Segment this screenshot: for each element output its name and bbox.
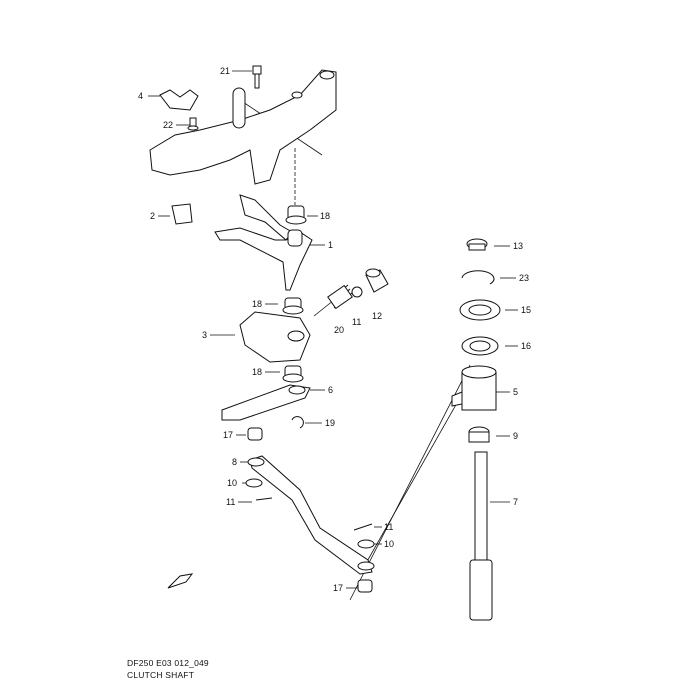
shaft-7 [469,451,493,621]
diagram-title: CLUTCH SHAFT [127,670,195,680]
sleeve-12 [365,268,389,293]
callout-label: 11 [384,522,394,532]
leader-lines [148,70,518,601]
housing-5 [451,365,497,411]
lever-6 [221,384,311,421]
rod-8 [247,455,375,575]
bushing-18b [282,297,304,315]
bushing-17b [357,579,373,593]
callout-label: 19 [325,418,336,428]
callout-label: 15 [521,305,532,315]
callout-label: 20 [334,325,345,335]
callout-label: 10 [227,478,238,488]
callout-label: 9 [513,431,519,441]
circlip-23 [461,270,495,285]
callout-label: 3 [202,330,208,340]
callout-label: 23 [519,273,530,283]
callout-label: 7 [513,497,519,507]
bushing-17 [247,427,263,441]
plate-4 [159,89,199,111]
spring-20 [327,284,353,310]
callout-label: 21 [220,66,231,76]
circlip-19 [291,416,304,429]
callout-label: 22 [163,120,174,130]
collar-9 [468,426,490,443]
callout-label: 16 [521,341,532,351]
seal-16 [461,336,499,356]
pin-11b [353,523,373,531]
plug-13 [466,238,488,251]
callout-label: 6 [328,385,334,395]
bearing-15 [459,299,501,321]
clip-2 [171,203,193,225]
ball-11 [351,286,363,298]
bolt-22 [187,117,199,131]
callout-label: 1 [328,240,334,250]
callout-label: 18 [252,299,263,309]
bolt-21 [252,65,262,89]
callout-label: 5 [513,387,519,397]
bushing-18c [282,365,304,383]
fwd-arrow-icon [167,573,194,589]
callout-label: 12 [372,311,383,321]
callout-label: 17 [223,430,234,440]
pin-11 [255,497,273,501]
clutch-bracket [149,69,337,185]
diagram-code: DF250 E03 012_049 [127,658,209,668]
callout-label: 17 [333,583,344,593]
washer-10 [245,478,263,488]
bushing-18 [285,205,307,225]
callout-label: 10 [384,539,395,549]
callout-label: 11 [226,497,236,507]
callout-label: 18 [252,367,263,377]
callout-label: 11 [352,317,362,327]
lever-1 [214,194,313,291]
callout-label: 2 [150,211,156,221]
washer-10b [357,539,375,549]
callout-label: 18 [320,211,331,221]
callout-label: 13 [513,241,524,251]
callout-label: 4 [138,91,144,101]
callout-label: 8 [232,457,238,467]
block-3 [239,311,311,363]
